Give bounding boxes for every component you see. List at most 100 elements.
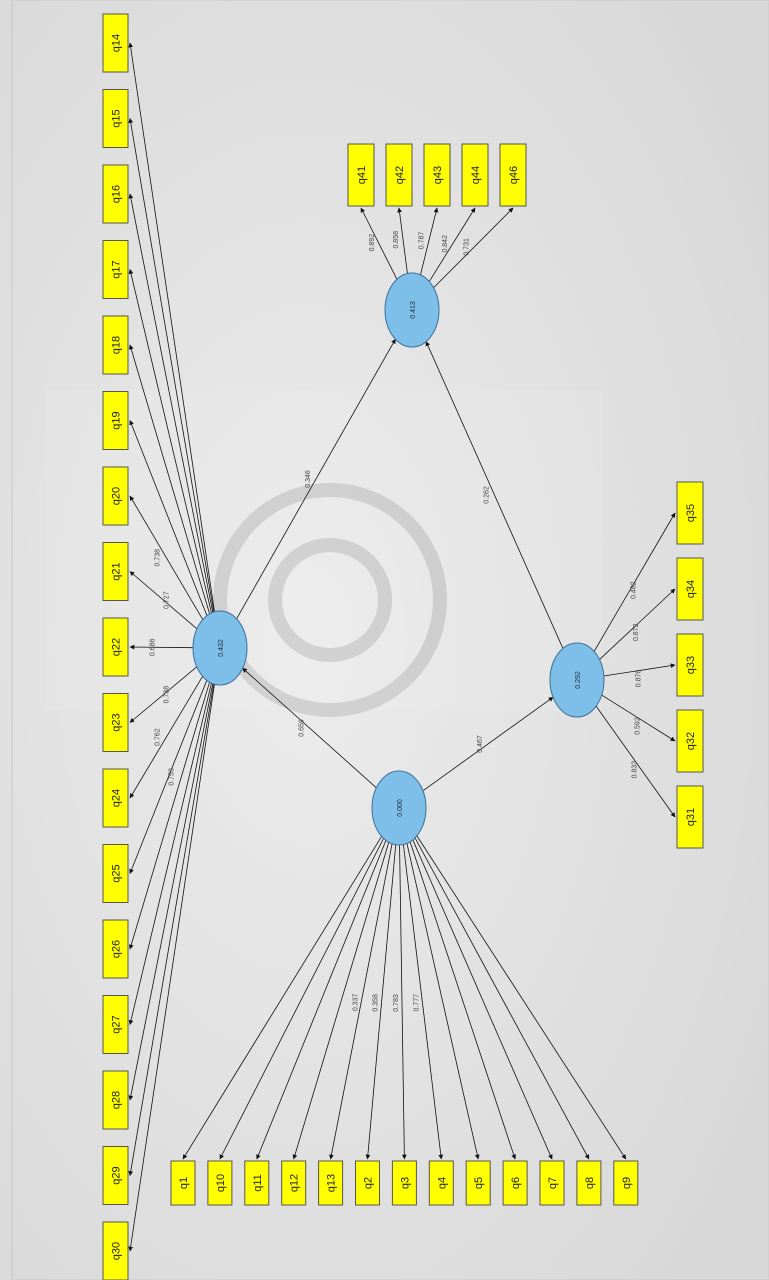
loading-arrow-q26 — [128, 682, 210, 950]
indicator-q11: q11 — [244, 1160, 270, 1206]
loading-label-q46: 0.731 — [463, 238, 470, 256]
loading-label-q33: 0.876 — [635, 670, 642, 688]
indicator-q14-box — [102, 13, 129, 73]
loading-label-q44: 0.842 — [442, 235, 449, 253]
latent-C: 0.000 — [371, 770, 427, 846]
loading-arrow-q31 — [595, 705, 676, 818]
indicator-q22-label: q22 — [111, 638, 123, 656]
loading-arrow-q2 — [365, 844, 397, 1160]
indicator-q46: q46 — [499, 143, 527, 207]
loading-arrow-q14 — [128, 42, 215, 612]
indicator-q14: q14 — [102, 13, 129, 73]
indicator-q30-label: q30 — [111, 1242, 123, 1260]
indicator-q25-label: q25 — [111, 864, 123, 882]
nodes-layer: q14q15q16q17q18q19q20q21q22q23q24q25q26q… — [102, 13, 704, 1280]
indicator-q46-box — [499, 143, 527, 207]
indicator-q1-box — [170, 1160, 196, 1206]
indicator-q7: q7 — [539, 1160, 565, 1206]
indicator-q12-box — [281, 1160, 307, 1206]
loading-label-q34: 0.872 — [633, 623, 640, 641]
indicator-q43-label: q43 — [432, 166, 444, 184]
indicator-q10-box — [207, 1160, 233, 1206]
loading-arrow-q43 — [420, 207, 439, 275]
indicator-q22: q22 — [102, 617, 129, 677]
indicator-q16-box — [102, 164, 129, 224]
indicator-q18-label: q18 — [111, 336, 123, 354]
indicator-q27-label: q27 — [111, 1015, 123, 1033]
indicator-q11-label: q11 — [252, 1174, 264, 1192]
indicator-q23: q23 — [102, 693, 129, 752]
loading-label-q4: 0.777 — [413, 994, 420, 1012]
indicator-q5-box — [465, 1160, 491, 1206]
indicator-q8-label: q8 — [584, 1177, 596, 1189]
path-D-B — [425, 341, 564, 649]
indicator-q34: q34 — [676, 557, 704, 621]
indicator-q41: q41 — [347, 143, 375, 207]
latent-B-ellipse — [384, 272, 440, 348]
indicator-q31-label: q31 — [685, 808, 697, 826]
latent-C-ellipse — [371, 770, 427, 846]
loading-arrow-q24 — [129, 676, 203, 799]
loading-arrow-q12 — [292, 842, 390, 1160]
loading-arrow-q25 — [129, 680, 208, 874]
indicator-q8-box — [576, 1160, 602, 1206]
indicator-q10: q10 — [207, 1160, 233, 1206]
indicator-q7-box — [539, 1160, 565, 1206]
loading-label-q24: 0.762 — [154, 728, 161, 746]
indicator-q30-box — [102, 1221, 129, 1280]
latent-B-value: 0.413 — [410, 301, 417, 319]
indicator-q46-label: q46 — [508, 166, 520, 184]
indicator-q2-box — [355, 1160, 380, 1206]
indicator-q13: q13 — [318, 1160, 344, 1206]
indicator-q15-box — [102, 89, 129, 148]
indicator-q42-label: q42 — [394, 166, 406, 184]
latent-C-value: 0.000 — [397, 799, 404, 817]
loading-arrow-q1 — [182, 836, 382, 1160]
path-label-A-B: 0.346 — [305, 470, 312, 488]
indicator-q5-label: q5 — [473, 1177, 485, 1189]
loading-arrow-q20 — [129, 495, 204, 620]
indicator-q12: q12 — [281, 1160, 307, 1206]
indicator-q1: q1 — [170, 1160, 196, 1206]
indicator-q8: q8 — [576, 1160, 602, 1206]
loading-arrow-q9 — [416, 835, 627, 1160]
indicator-q29: q29 — [102, 1146, 129, 1205]
indicator-q27: q27 — [102, 995, 129, 1054]
indicator-q26-box — [102, 919, 129, 979]
indicator-q26: q26 — [102, 919, 129, 979]
path-label-C-D: 0.467 — [477, 735, 484, 753]
indicator-q13-box — [318, 1160, 344, 1206]
loading-label-q25: 0.753 — [168, 768, 175, 786]
indicator-q17: q17 — [102, 240, 129, 299]
loading-arrow-q23 — [129, 666, 198, 723]
latent-A-ellipse — [192, 610, 248, 686]
indicator-q15-label: q15 — [111, 109, 123, 127]
indicator-q29-label: q29 — [111, 1166, 123, 1184]
indicator-q7-label: q7 — [547, 1177, 559, 1189]
indicator-q33: q33 — [676, 633, 704, 697]
latent-A: 0.432 — [192, 610, 248, 686]
indicator-q28: q28 — [102, 1070, 129, 1130]
latent-D-ellipse — [549, 642, 605, 718]
loading-arrow-q6 — [409, 841, 517, 1160]
indicator-q31-box — [676, 785, 704, 849]
indicator-q4: q4 — [428, 1160, 454, 1206]
indicator-q35-box — [676, 481, 704, 545]
indicator-q6: q6 — [502, 1160, 528, 1206]
indicator-q22-box — [102, 617, 129, 677]
loading-arrow-q44 — [428, 207, 476, 282]
indicator-q4-label: q4 — [436, 1177, 448, 1189]
indicator-q34-box — [676, 557, 704, 621]
loading-label-q2: 0.358 — [373, 994, 380, 1012]
indicator-q30: q30 — [102, 1221, 129, 1280]
indicator-q13-label: q13 — [326, 1174, 338, 1192]
indicator-q28-label: q28 — [111, 1091, 123, 1109]
indicator-q43-box — [423, 143, 451, 207]
indicator-q9: q9 — [613, 1160, 639, 1206]
loading-arrow-q4 — [402, 844, 444, 1160]
path-label-D-B: 0.262 — [484, 486, 491, 504]
loading-label-q3: 0.783 — [393, 994, 400, 1012]
loading-label-q20: 0.738 — [154, 549, 161, 567]
loading-arrow-q41 — [360, 207, 398, 280]
